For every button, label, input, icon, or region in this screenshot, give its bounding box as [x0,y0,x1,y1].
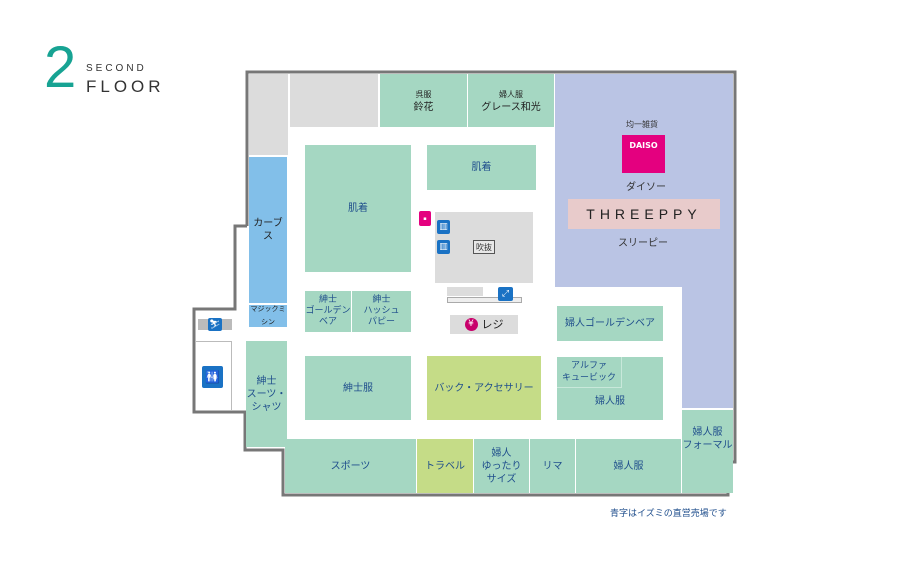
shop-suzuka[interactable]: 呉服鈴花 [380,74,467,127]
section-ladies-large-size[interactable]: 婦人 ゆったり サイズ [474,439,529,493]
shop-rima[interactable]: リマ [530,439,575,493]
atrium-label: 吹抜 [473,240,495,254]
restroom-area [196,341,232,410]
yen-icon: ¥ [464,318,478,331]
shop-mens-hush-puppies[interactable]: 紳士 ハッシュ パピー [352,291,411,332]
shop-ladies-golden-bear[interactable]: 婦人ゴールデンベア [557,306,663,341]
shop-mens-golden-bear[interactable]: 紳士 ゴールデン ベア [305,291,351,332]
daiso-logo[interactable]: DAISO [622,135,665,173]
category: 婦人服 [499,89,523,99]
shop-name: 鈴花 [413,101,434,113]
floor-word-floor: FLOOR [86,77,165,96]
shop-name: グレース和光 [481,101,541,113]
section-sports[interactable]: スポーツ [285,439,416,493]
legend-note: 青字はイズミの直営売場です [610,509,727,519]
floor-word-second: SECOND [86,63,147,74]
shop-magic-mishin[interactable]: マジックミシン [249,305,287,327]
section-travel[interactable]: トラベル [417,439,473,493]
escalator-icon: ⤢ [498,287,513,301]
category: 呉服 [415,89,432,99]
restroom-icon[interactable]: 🚻 [202,366,223,388]
shop-threeppy[interactable]: スリーピー [618,238,668,249]
daiso-category: 均一雑貨 [626,120,658,129]
shop-curves[interactable]: カーブス [249,157,287,303]
section-hadagi[interactable]: 肌着 [305,145,411,272]
floor-number: 2 [44,35,77,100]
section-ladies-wear-2[interactable]: 婦人服 [576,439,681,493]
section-ladies-formal[interactable]: 婦人服 フォーマル [682,410,733,493]
stairs-icon: ⛷ [208,318,222,331]
register-label: レジ [481,318,504,331]
threeppy-logo[interactable]: THREEPPY [568,199,720,229]
shop-grace[interactable]: 婦人服グレース和光 [468,74,554,127]
gray-area [249,74,288,155]
escalator [447,297,522,303]
elevator-icon: ▥ [437,240,450,254]
escalator-bar [447,287,483,296]
section-hadagi[interactable]: 肌着 [427,145,536,190]
register[interactable]: ¥レジ [450,315,518,334]
shop-alpha-cubic[interactable]: アルファ キュービック [557,357,622,388]
section-mens-wear[interactable]: 紳士服 [305,356,411,420]
section-mens-suits-shirts[interactable]: 紳士 スーツ・ シャツ [246,341,287,447]
section-bag-accessory[interactable]: バック・アクセサリー [427,356,541,420]
shop-daiso[interactable]: ダイソー [626,182,666,193]
elevator-icon: ▥ [437,220,450,234]
shop-icon: ▪ [419,211,431,226]
gray-area [290,74,378,127]
